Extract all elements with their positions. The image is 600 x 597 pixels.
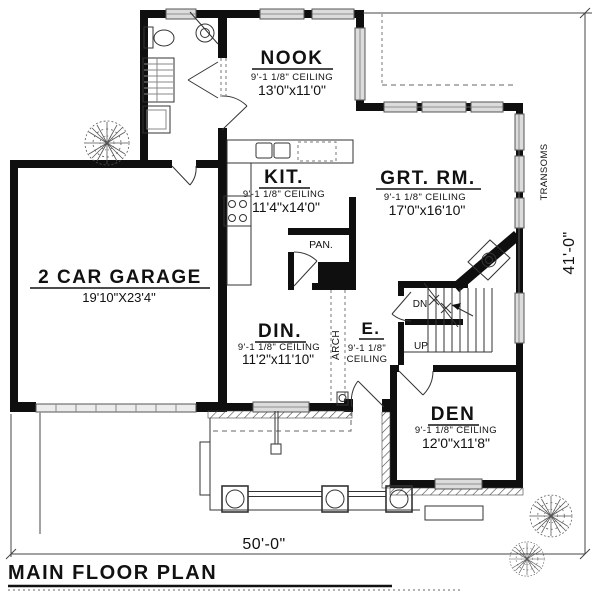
title-block: MAIN FLOOR PLAN: [8, 562, 460, 591]
tree-icon: [509, 541, 545, 577]
garage-entry-door: [171, 165, 197, 186]
corner-fireplace: [467, 239, 511, 281]
kitchen-counter-top: [226, 139, 354, 164]
staircase: [404, 282, 493, 353]
dishwasher-dashed: [297, 141, 337, 162]
garage-door: [35, 403, 197, 413]
transoms-label: TRANSOMS: [539, 143, 550, 200]
powder-door: [187, 61, 219, 99]
stairs-dn-label: DN: [413, 299, 427, 310]
nook-ceiling: 9'-1 1/8" CEILING: [251, 72, 333, 83]
kitchen-counter-west: [226, 162, 252, 286]
fireplace-diagonal-wall: [452, 231, 521, 292]
toilet-tank: [143, 26, 154, 49]
great-room-ceiling: 9'-1 1/8" CEILING: [384, 192, 466, 203]
porch-column: [321, 485, 349, 513]
transom-window: [514, 197, 525, 229]
windows: [165, 8, 525, 490]
door-swings: [171, 61, 434, 408]
nook-name: NOOK: [261, 48, 324, 69]
dining-name: DIN.: [258, 321, 302, 342]
dining-ceiling: 9'-1 1/8" CEILING: [238, 342, 320, 353]
hall-to-nook-door: [221, 95, 248, 131]
ceiling-and-roof-dashed-lines: [213, 14, 516, 432]
dining-size: 11'2"x11'10": [242, 352, 314, 367]
front-porch: [199, 391, 484, 521]
porch-column: [221, 485, 249, 513]
entry-ceiling-line2: CEILING: [347, 354, 388, 365]
nook-size: 13'0"x11'0": [258, 82, 326, 98]
kitchen-sink-left: [255, 142, 273, 159]
basement-door: [391, 291, 412, 322]
door-side-fixture: [336, 391, 349, 406]
great-room-name: GRT. RM.: [380, 168, 475, 189]
plan-title: MAIN FLOOR PLAN: [8, 562, 217, 584]
kitchen-size: 11'4"x14'0": [252, 199, 320, 215]
great-room-size: 17'0"x16'10": [389, 202, 466, 218]
den-door: [398, 370, 434, 396]
den-ceiling: 9'-1 1/8" CEILING: [415, 425, 497, 436]
landscape-trees: [84, 120, 573, 577]
front-stoop: [424, 505, 484, 521]
dim-width-label: 50'-0": [242, 536, 285, 553]
dim-depth-label: 41'-0": [561, 231, 578, 274]
stairs-up-label: UP: [414, 341, 428, 352]
front-door: [350, 380, 385, 408]
dimension-lines: 50'-0" 41'-0": [5, 7, 592, 560]
sink-basin: [195, 23, 215, 43]
washer: [142, 105, 171, 134]
arch-label: ARCH: [331, 330, 342, 360]
pantry-door: [293, 251, 318, 287]
room-labels: NOOK 9'-1 1/8" CEILING 13'0"x11'0" KIT. …: [30, 48, 550, 451]
pantry-name: PAN.: [309, 239, 333, 251]
kitchen-ceiling: 9'-1 1/8" CEILING: [243, 189, 325, 200]
stair-break-line: [423, 282, 459, 328]
kitchen-fixtures: [223, 139, 354, 286]
range: [223, 195, 252, 227]
entry-ceiling-line1: 9'-1 1/8": [348, 343, 386, 354]
tree-icon: [84, 120, 130, 166]
porch-column: [385, 485, 413, 513]
closet-shelves: [142, 57, 175, 103]
transom-window: [514, 113, 525, 151]
stair-arrow: [452, 303, 461, 310]
tree-icon: [529, 494, 573, 538]
garage-name: 2 CAR GARAGE: [38, 267, 202, 288]
entry-name: E.: [361, 319, 380, 338]
porch-post: [270, 411, 282, 455]
powder-room-fixtures: [142, 11, 219, 134]
toilet-bowl: [153, 29, 175, 47]
porch-railing: [248, 491, 386, 497]
stair-x-marks: [428, 294, 452, 314]
garage-size: 19'10"X23'4": [82, 290, 156, 305]
den-size: 12'0"x11'8": [422, 435, 490, 451]
transom-window: [514, 155, 525, 193]
corner-counter: [189, 11, 219, 45]
kitchen-name: KIT.: [264, 167, 304, 188]
kitchen-sink-right: [273, 142, 291, 159]
den-name: DEN: [431, 404, 476, 425]
porch-step-left: [199, 441, 211, 496]
